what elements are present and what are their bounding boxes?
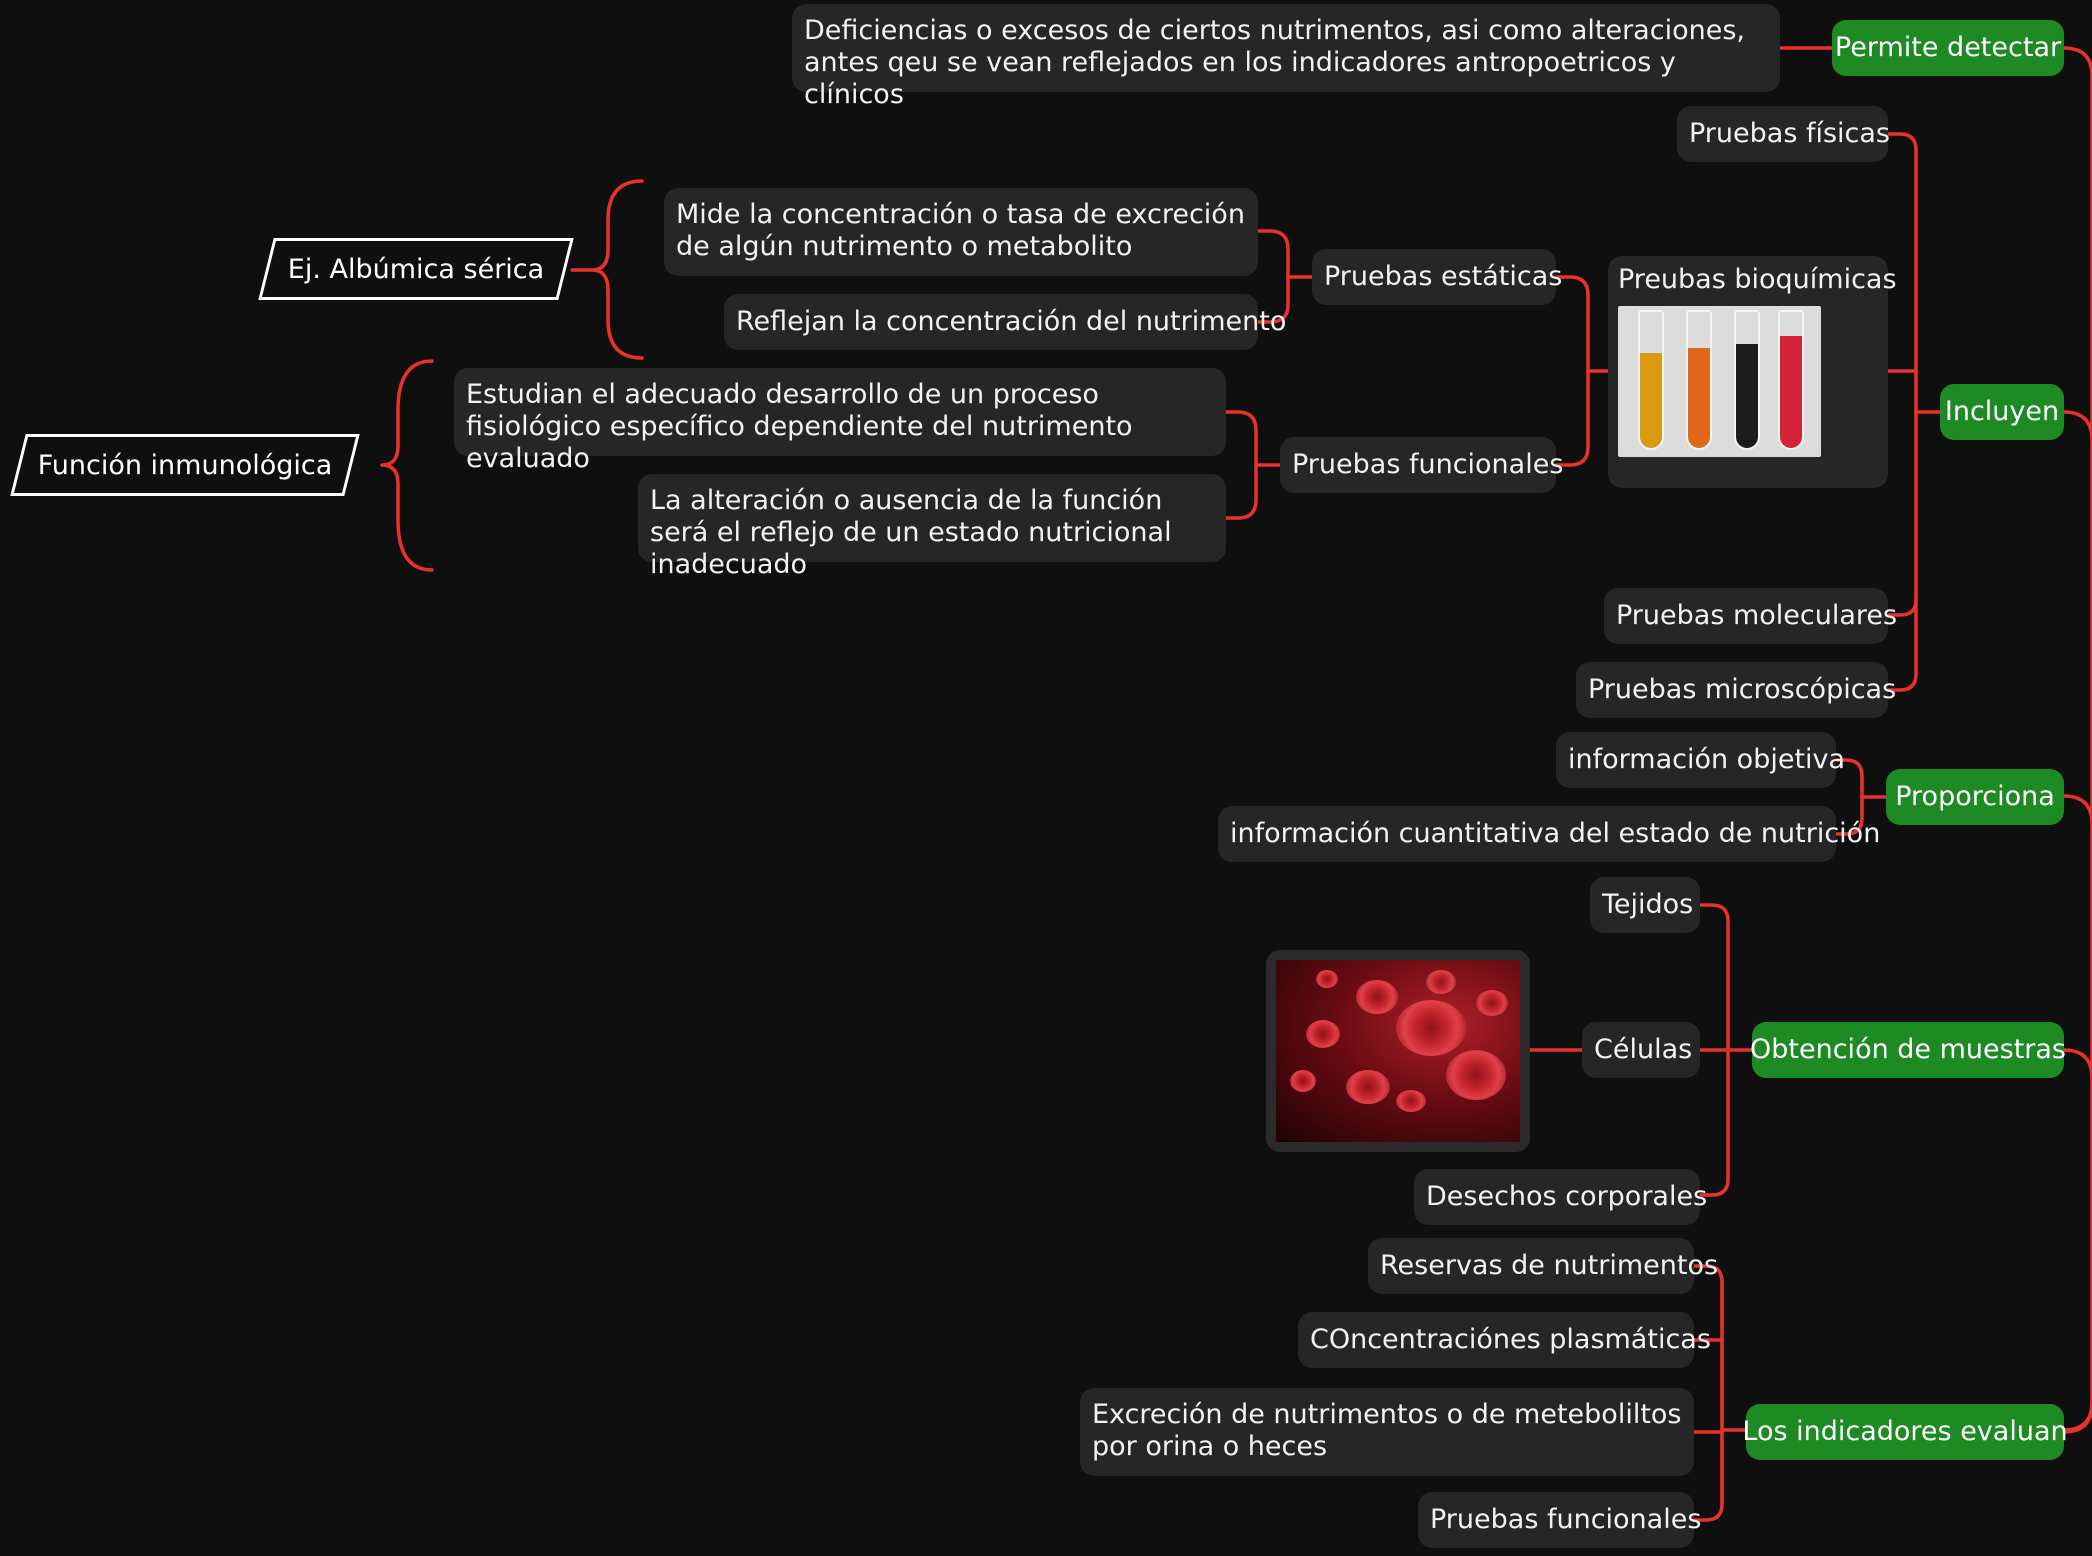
node-label: Pruebas funcionales — [1292, 449, 1564, 480]
node-label: Incluyen — [1944, 396, 2060, 427]
node-reservas-nutrimentos[interactable]: Reservas de nutrimentos — [1368, 1238, 1718, 1294]
node-desechos-corporales[interactable]: Desechos corporales — [1414, 1169, 1707, 1225]
node-incluyen[interactable]: Incluyen — [1940, 384, 2064, 440]
tube-black — [1734, 310, 1760, 450]
node-pruebas-estaticas[interactable]: Pruebas estáticas — [1312, 249, 1562, 305]
node-proporciona[interactable]: Proporciona — [1886, 769, 2064, 825]
node-label: Pruebas físicas — [1689, 118, 1890, 149]
node-label: Permite detectar — [1834, 32, 2062, 63]
node-label: La alteración o ausencia de la función s… — [650, 485, 1172, 580]
node-excrecion-nutrimentos[interactable]: Excreción de nutrimentos o de metebolilt… — [1080, 1388, 1694, 1476]
node-label: Estudian el adecuado desarrollo de un pr… — [466, 379, 1133, 474]
node-pruebas-bioquimicas[interactable]: Preubas bioquímicas — [1608, 256, 1897, 488]
node-label: Obtención de muestras — [1750, 1034, 2066, 1065]
node-pruebas-microscopicas[interactable]: Pruebas microscópicas — [1576, 662, 1896, 718]
node-ej-albumica-serica[interactable]: Ej. Albúmica sérica — [258, 238, 574, 300]
node-label: información cuantitativa del estado de n… — [1230, 818, 1881, 849]
node-reflejan-concentracion[interactable]: Reflejan la concentración del nutrimento — [724, 294, 1286, 350]
node-label: Pruebas estáticas — [1324, 261, 1563, 292]
node-funcion-inmunologica[interactable]: Función inmunológica — [10, 434, 360, 496]
node-obtencion-muestras[interactable]: Obtención de muestras — [1750, 1022, 2066, 1078]
node-label: Tejidos — [1602, 889, 1694, 920]
node-indicadores-evaluan[interactable]: Los indicadores evaluan — [1742, 1404, 2068, 1460]
test-tubes-image — [1618, 306, 1821, 457]
node-label: Excreción de nutrimentos o de metebolilt… — [1092, 1399, 1682, 1462]
node-label: Mide la concentración o tasa de excreció… — [676, 199, 1245, 262]
node-informacion-cuantitativa[interactable]: información cuantitativa del estado de n… — [1218, 806, 1880, 862]
red-blood-cells-photo — [1266, 950, 1530, 1152]
node-celulas[interactable]: Células — [1582, 1022, 1700, 1078]
node-estudian-desarrollo[interactable]: Estudian el adecuado desarrollo de un pr… — [454, 368, 1226, 474]
node-label: Los indicadores evaluan — [1742, 1416, 2068, 1447]
red-blood-cells-image — [1276, 960, 1520, 1142]
node-label: Deficiencias o excesos de ciertos nutrim… — [804, 15, 1745, 110]
node-permite-detectar[interactable]: Permite detectar — [1832, 20, 2064, 76]
node-label: información objetiva — [1568, 744, 1846, 775]
tube-red — [1778, 310, 1804, 450]
node-label: Pruebas funcionales — [1430, 1504, 1702, 1535]
node-label: Pruebas moleculares — [1616, 600, 1898, 631]
node-label: Preubas bioquímicas — [1618, 264, 1897, 295]
node-label: Reflejan la concentración del nutrimento — [736, 306, 1287, 337]
node-label: Proporciona — [1895, 781, 2055, 812]
node-pruebas-funcionales[interactable]: Pruebas funcionales — [1280, 437, 1563, 493]
node-label: Ej. Albúmica sérica — [287, 253, 545, 285]
node-mide-concentracion[interactable]: Mide la concentración o tasa de excreció… — [664, 188, 1258, 276]
node-detail-deficiencias[interactable]: Deficiencias o excesos de ciertos nutrim… — [792, 4, 1780, 110]
node-alteracion-funcion[interactable]: La alteración o ausencia de la función s… — [638, 474, 1226, 580]
node-informacion-objetiva[interactable]: información objetiva — [1556, 732, 1845, 788]
node-label: Reservas de nutrimentos — [1380, 1250, 1719, 1281]
node-label: Células — [1594, 1034, 1693, 1065]
node-pruebas-fisicas[interactable]: Pruebas físicas — [1677, 106, 1890, 162]
node-tejidos[interactable]: Tejidos — [1590, 877, 1700, 933]
node-label: Función inmunológica — [37, 449, 333, 481]
node-concentraciones-plasmaticas[interactable]: COncentraciónes plasmáticas — [1298, 1312, 1711, 1368]
tube-orange — [1686, 310, 1712, 450]
node-label: Desechos corporales — [1426, 1181, 1708, 1212]
node-pruebas-moleculares[interactable]: Pruebas moleculares — [1604, 588, 1897, 644]
node-label: COncentraciónes plasmáticas — [1310, 1324, 1711, 1355]
node-label: Pruebas microscópicas — [1588, 674, 1897, 705]
tube-yellow — [1638, 310, 1664, 450]
node-pruebas-funcionales-indicador[interactable]: Pruebas funcionales — [1418, 1492, 1701, 1548]
